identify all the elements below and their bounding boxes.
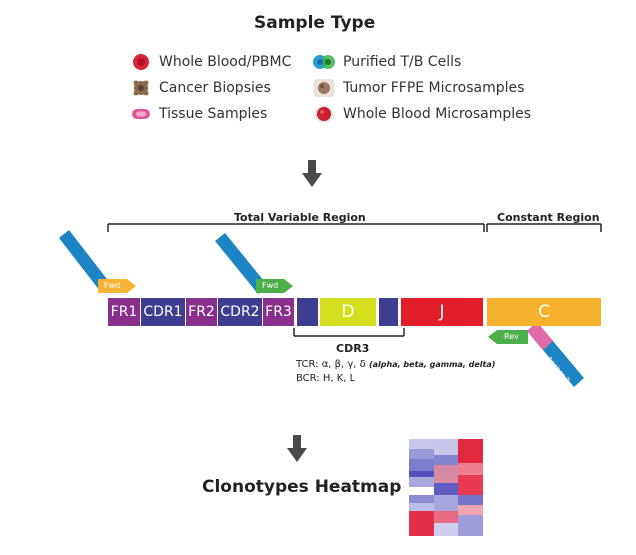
segment-fr1: FR1 bbox=[108, 298, 140, 326]
segment-n2 bbox=[379, 298, 398, 326]
legend-label: Whole Blood Microsamples bbox=[343, 106, 532, 122]
blood-cell-icon bbox=[133, 54, 149, 70]
vbc-anchor2-primer bbox=[527, 322, 584, 387]
tissue-icon bbox=[132, 109, 150, 119]
fwd-left-primer bbox=[98, 279, 136, 293]
fwd-left-label: Fwd bbox=[104, 281, 121, 290]
legend-label: Cancer Biopsies bbox=[159, 80, 271, 96]
down-arrow-icon bbox=[287, 435, 307, 462]
legend-label: Tissue Samples bbox=[159, 106, 268, 122]
segment-d: D bbox=[320, 298, 376, 326]
anchor1-left-primer bbox=[59, 230, 110, 291]
segment-fr3: FR3 bbox=[263, 298, 294, 326]
bcr-text: BCR: H, K, L bbox=[296, 373, 356, 384]
segment-c: C bbox=[487, 298, 601, 326]
purified-cells-icon bbox=[313, 55, 335, 69]
tcr-line: TCR: α, β, γ, δ (alpha, beta, gamma, del… bbox=[296, 359, 495, 370]
legend-item-tissue-samples: Tissue Samples bbox=[131, 104, 267, 124]
tcr-note: (alpha, beta, gamma, delta) bbox=[368, 360, 496, 369]
sample-type-title: Sample Type bbox=[254, 13, 376, 33]
fwd-mid-primer bbox=[256, 279, 293, 293]
cdr3-label: CDR3 bbox=[336, 342, 370, 355]
legend-item-purified-cells: Purified T/B Cells bbox=[313, 52, 461, 72]
legend-item-blood-microsamples: Whole Blood Microsamples bbox=[313, 104, 531, 124]
variable-region-label: Total Variable Region bbox=[234, 211, 366, 224]
legend-item-cancer-biopsies: Cancer Biopsies bbox=[131, 78, 271, 98]
tcr-text: TCR: α, β, γ, δ bbox=[296, 359, 366, 370]
segment-cdr1: CDR1 bbox=[141, 298, 185, 326]
segment-j: J bbox=[401, 298, 483, 326]
legend-label: Tumor FFPE Microsamples bbox=[343, 80, 525, 96]
down-arrow-icon bbox=[302, 160, 322, 187]
legend-item-tumor-ffpe: Tumor FFPE Microsamples bbox=[313, 78, 524, 98]
segment-cdr2: CDR2 bbox=[218, 298, 262, 326]
ffpe-icon bbox=[314, 79, 334, 97]
clonotype-heatmap bbox=[409, 439, 483, 536]
constant-region-label: Constant Region bbox=[497, 211, 600, 224]
blood-microsample-icon bbox=[315, 105, 333, 123]
segment-fr2: FR2 bbox=[186, 298, 217, 326]
segment-n1 bbox=[297, 298, 318, 326]
fwd-mid-label: Fwd bbox=[262, 281, 279, 290]
legend-label: Purified T/B Cells bbox=[343, 54, 462, 70]
anchor1-mid-primer bbox=[215, 233, 268, 294]
rev-primer bbox=[488, 330, 528, 344]
rev-label: Rev bbox=[504, 332, 519, 341]
legend-item-whole-blood: Whole Blood/PBMC bbox=[131, 52, 291, 72]
biopsy-icon bbox=[133, 80, 149, 96]
heatmap-title: Clonotypes Heatmap bbox=[202, 477, 402, 497]
legend-label: Whole Blood/PBMC bbox=[159, 54, 292, 70]
